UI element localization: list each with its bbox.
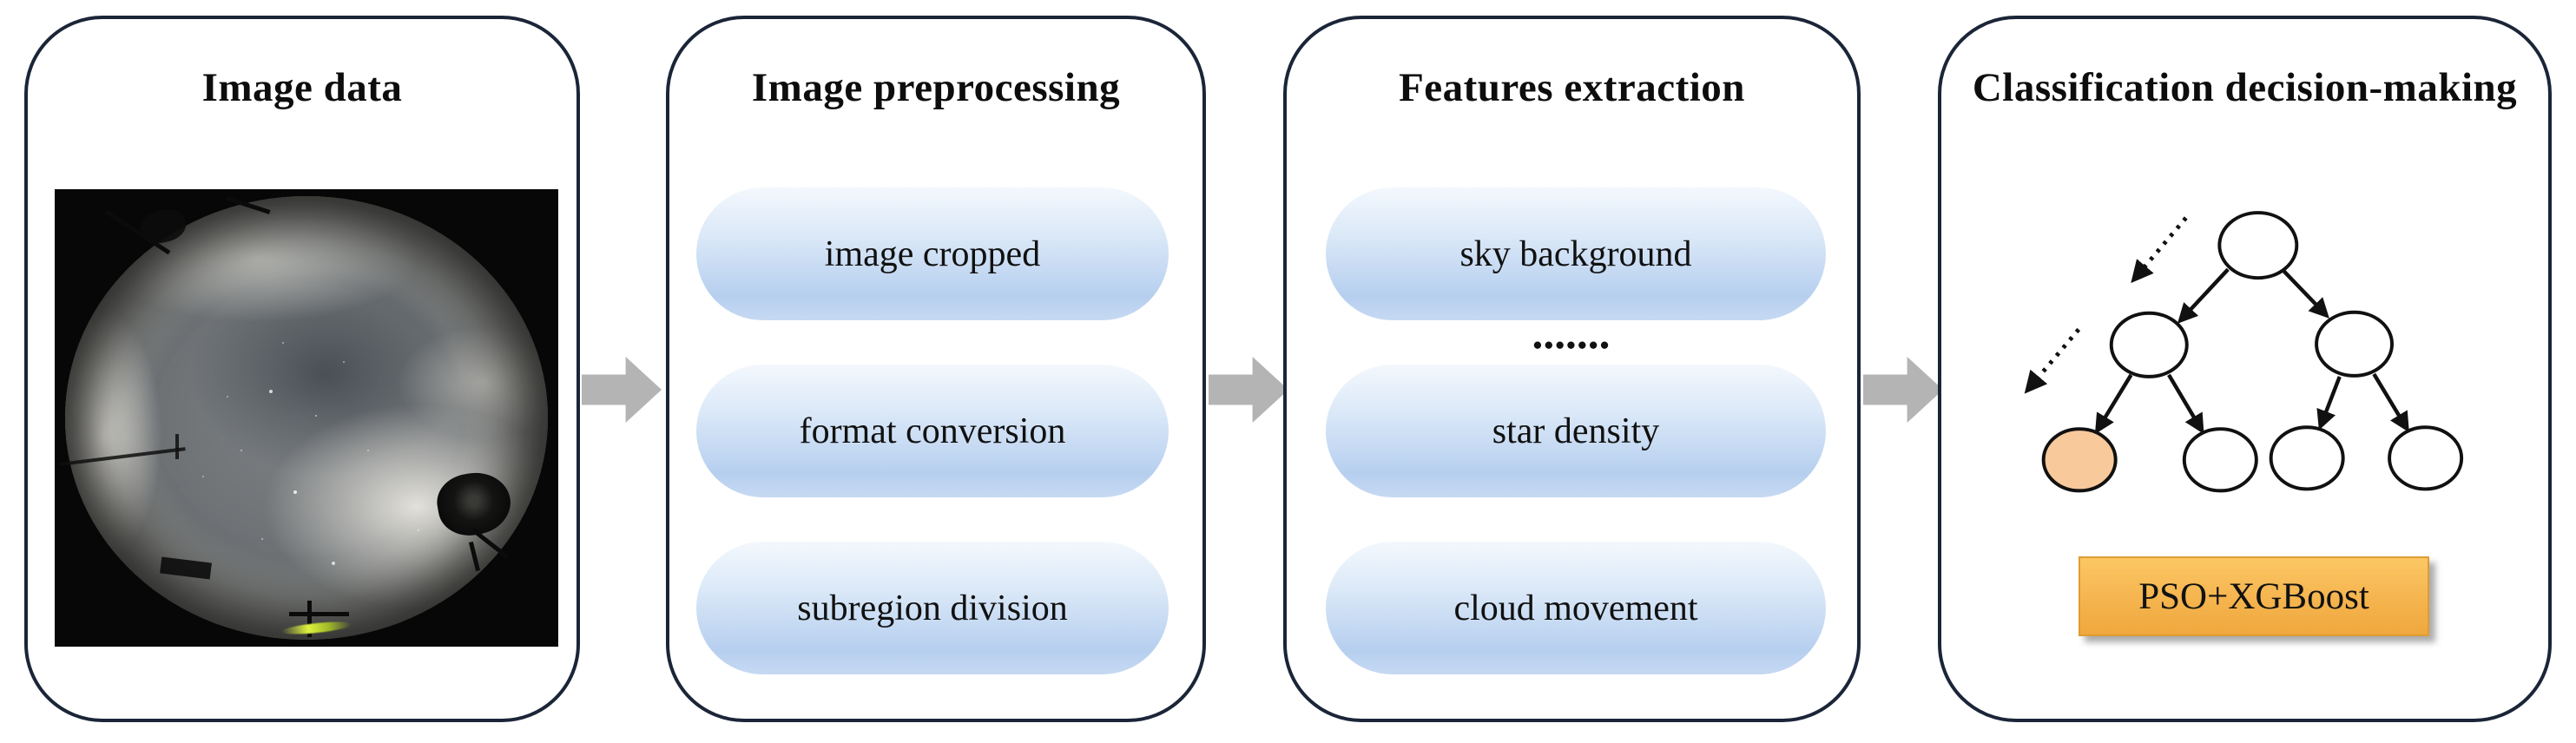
- tree-leaf: [2388, 425, 2464, 491]
- panel-image-data: Image data: [24, 16, 580, 722]
- silhouette-instrument: [288, 612, 350, 617]
- panel-title: Image data: [201, 65, 403, 110]
- step-pill: subregion division: [696, 542, 1169, 674]
- decision-tree-diagram: [2024, 211, 2464, 493]
- ellipsis-dots: •••••••: [1532, 330, 1611, 360]
- tree-node-internal: [2109, 311, 2189, 378]
- panel-title: Classification decision-making: [1972, 65, 2518, 110]
- tree-leaf: [2182, 427, 2258, 493]
- model-label-box: PSO+XGBoost: [2079, 556, 2429, 636]
- tree-edges: [2094, 267, 2409, 435]
- step-pill: image cropped: [696, 187, 1169, 320]
- tree-node-internal: [2315, 310, 2395, 378]
- silhouette-instrument: [307, 601, 313, 638]
- flow-arrow-right-icon: [582, 357, 662, 423]
- panel-image-preprocessing: Image preprocessing image cropped format…: [666, 16, 1206, 722]
- allsky-camera-image: [55, 189, 558, 647]
- tree-node-root: [2217, 211, 2299, 280]
- panel-features-extraction: Features extraction sky background •••••…: [1283, 16, 1861, 722]
- step-pill: format conversion: [696, 365, 1169, 497]
- tree-leaf: [2269, 425, 2345, 491]
- silhouette-antenna: [175, 433, 180, 459]
- tree-leaf-highlighted: [2041, 427, 2118, 493]
- panel-title: Features extraction: [1399, 65, 1745, 110]
- feature-pill: sky background: [1326, 187, 1826, 320]
- stars: [55, 189, 56, 191]
- dashed-arrow-icon: [2024, 216, 2188, 394]
- fisheye-sky: [64, 195, 549, 641]
- panel-classification: Classification decision-making: [1938, 16, 2552, 722]
- feature-pill: cloud movement: [1326, 542, 1826, 674]
- flow-arrow-right-icon: [1863, 357, 1943, 423]
- flow-arrow-right-icon: [1209, 357, 1288, 423]
- feature-pill: star density: [1326, 365, 1826, 497]
- panel-title: Image preprocessing: [751, 65, 1121, 110]
